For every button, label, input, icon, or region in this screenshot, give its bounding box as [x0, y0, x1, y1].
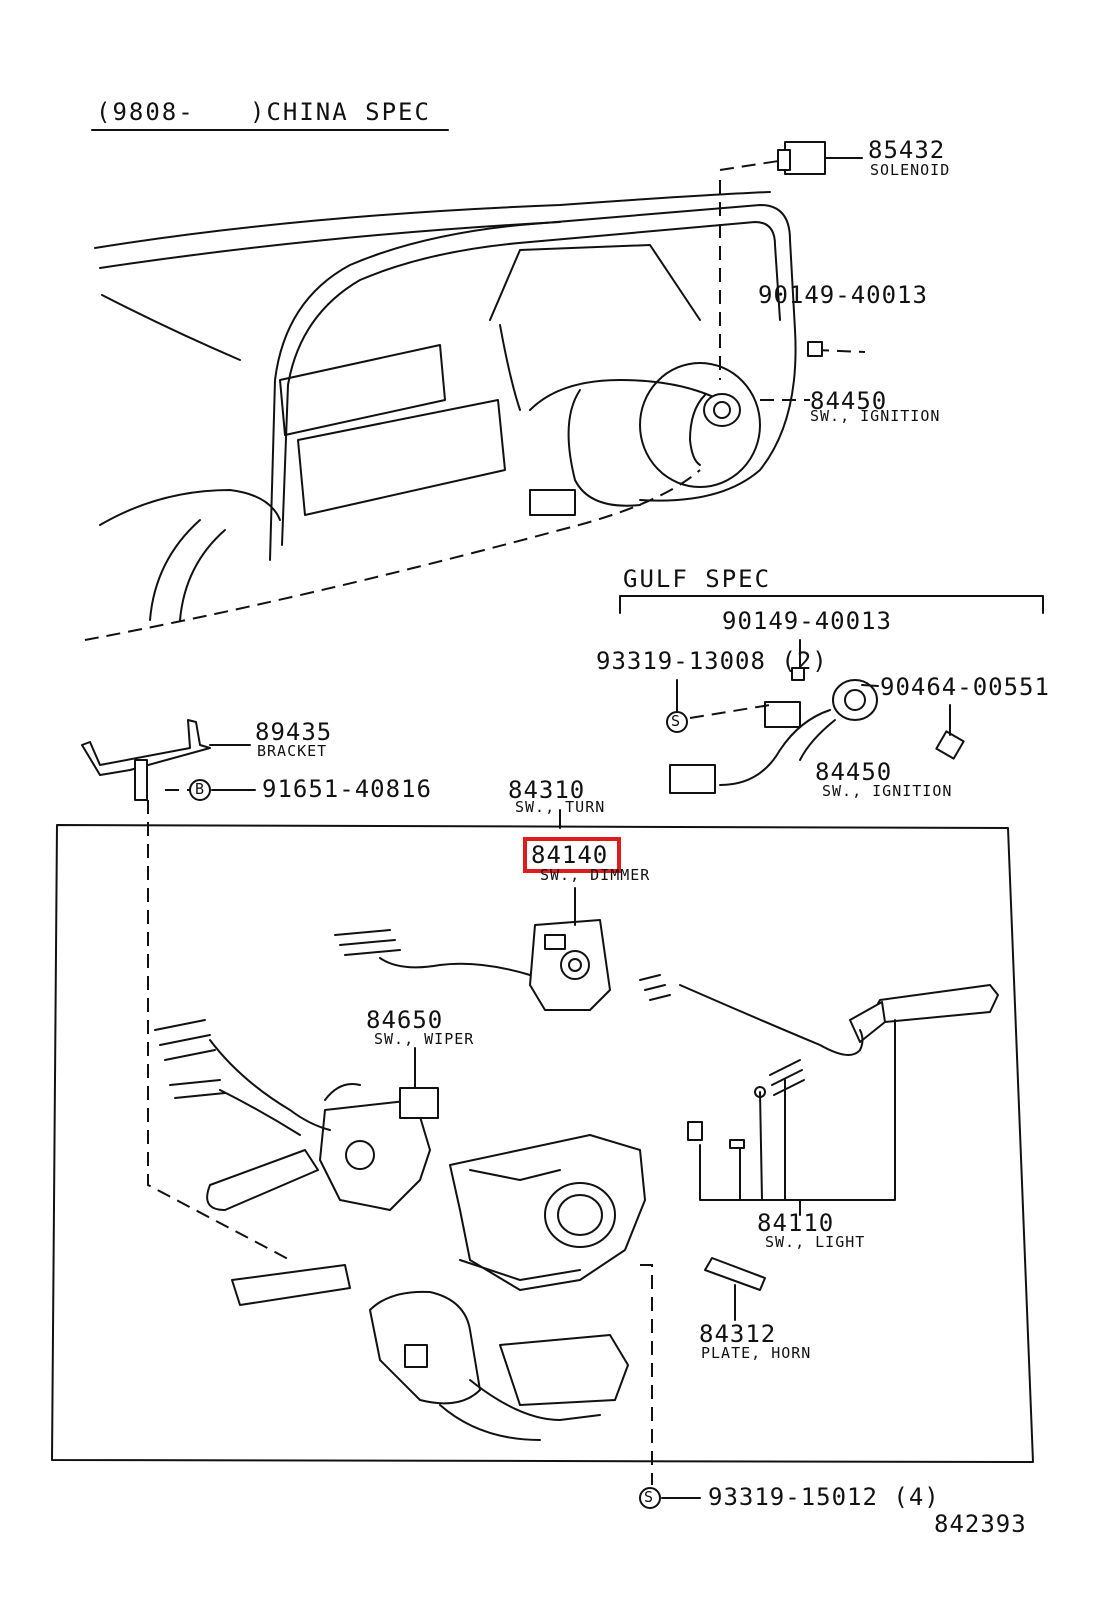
part-number-84450-gulf: 84450 — [815, 758, 893, 786]
part-desc-84140: SW., DIMMER — [540, 866, 651, 884]
part-desc-85432: SOLENOID — [870, 161, 951, 179]
part-number-90464-00551: 90464-00551 — [880, 673, 1050, 701]
part-number-84312: 84312 — [699, 1320, 777, 1348]
figure-number: 842393 — [934, 1510, 1027, 1538]
part-desc-84450-top: SW., IGNITION — [810, 407, 941, 425]
part-number-84110: 84110 — [757, 1209, 835, 1237]
spec-header-date: (9808- — [96, 98, 195, 126]
part-desc-84310: SW., TURN — [515, 798, 606, 816]
dashboard-drawing — [84, 141, 866, 641]
part-number-91651-40816: 91651-40816 — [262, 775, 432, 803]
part-desc-84312: PLATE, HORN — [701, 1344, 812, 1362]
gulf-spec-drawing — [666, 639, 965, 794]
gulf-spec-title: GULF SPEC — [623, 565, 772, 593]
part-number-84650: 84650 — [366, 1006, 444, 1034]
part-number-93319-15012: 93319-15012 (4) — [708, 1483, 940, 1511]
part-desc-84110: SW., LIGHT — [765, 1233, 866, 1251]
part-desc-84650: SW., WIPER — [374, 1030, 475, 1048]
part-number-90149-40013-top: 90149-40013 — [758, 281, 928, 309]
part-number-90149-40013-gulf: 90149-40013 — [722, 607, 892, 635]
part-number-93319-13008: 93319-13008 (2) — [596, 647, 828, 675]
bracket-drawing — [81, 719, 291, 1261]
part-desc-84450-gulf: SW., IGNITION — [822, 782, 953, 800]
light-switch-drawing — [639, 974, 999, 1216]
marker-s-93319-13008: S — [671, 712, 682, 730]
combination-body-drawing — [231, 1134, 653, 1485]
horn-plate-drawing — [704, 1257, 766, 1321]
spec-header-title: )CHINA SPEC — [250, 98, 431, 126]
marker-b-91651: B — [195, 780, 206, 798]
part-number-89435: 89435 — [255, 718, 333, 746]
marker-s-93319-15012: S — [644, 1488, 655, 1506]
part-number-84310: 84310 — [508, 776, 586, 804]
highlight-box-84140 — [523, 837, 621, 873]
part-number-84140: 84140 — [531, 841, 609, 869]
part-number-84450-top: 84450 — [810, 387, 888, 415]
part-number-85432: 85432 — [868, 136, 946, 164]
wiper-switch-drawing — [154, 1019, 439, 1211]
dimmer-switch-drawing — [334, 887, 611, 1011]
part-desc-89435: BRACKET — [257, 742, 328, 760]
